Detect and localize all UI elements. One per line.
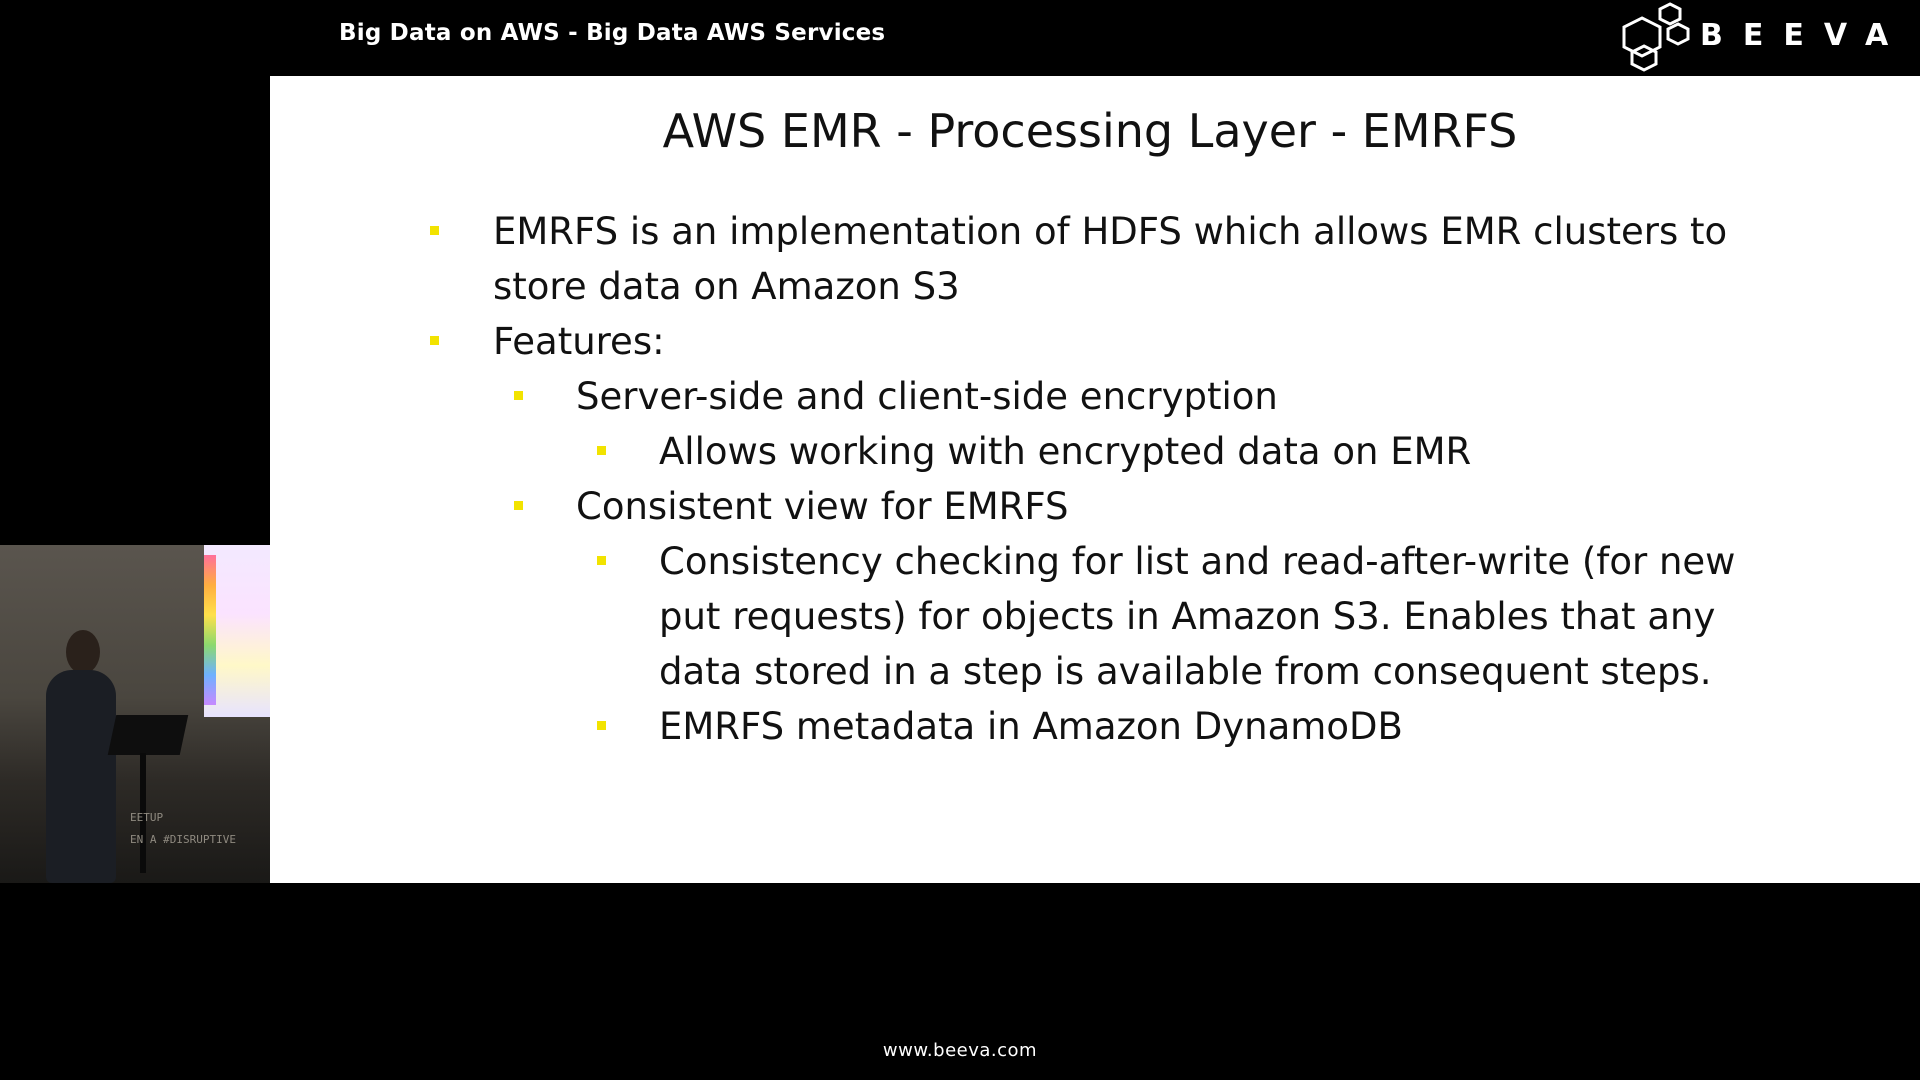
bullet-item: EMRFS metadata in Amazon DynamoDB — [270, 699, 1770, 754]
screen-color-strip — [204, 555, 216, 705]
bullet-marker-icon — [597, 446, 606, 455]
bullet-marker-icon — [430, 336, 439, 345]
projection-screen — [204, 545, 270, 717]
wall-sign-line-2: EN A #DISRUPTIVE — [130, 833, 236, 846]
footer-url: www.beeva.com — [882, 1040, 1038, 1061]
slide-title: AWS EMR - Processing Layer - EMRFS — [662, 104, 1518, 158]
speaker-head — [66, 630, 100, 674]
bullet-item: Server-side and client-side encryption — [270, 369, 1830, 424]
bullet-marker-icon — [514, 501, 523, 510]
bullet-text: Allows working with encrypted data on EM… — [659, 430, 1472, 473]
bullet-text: Consistency checking for list and read-a… — [659, 540, 1736, 693]
bullet-marker-icon — [597, 556, 606, 565]
wall-sign: EETUP EN A #DISRUPTIVE — [130, 807, 236, 851]
podium-stand — [140, 753, 146, 873]
bullet-marker-icon — [430, 226, 439, 235]
wall-sign-line-1: EETUP — [130, 811, 164, 824]
bullet-marker-icon — [514, 391, 523, 400]
hexagon-logo-icon — [1622, 2, 1690, 72]
bullet-item: EMRFS is an implementation of HDFS which… — [270, 204, 1830, 314]
laptop — [107, 715, 189, 755]
bullet-item: Features: — [270, 314, 1830, 369]
bullet-text: EMRFS is an implementation of HDFS which… — [493, 210, 1728, 308]
header-bar: Big Data on AWS - Big Data AWS Services … — [0, 0, 1920, 76]
bullet-text: Server-side and client-side encryption — [576, 375, 1278, 418]
speaker-camera-feed: EETUP EN A #DISRUPTIVE — [0, 545, 270, 883]
bullet-text: Features: — [493, 320, 665, 363]
beeva-logo: BEEVA — [1608, 0, 1888, 74]
speaker-body — [46, 670, 116, 883]
bullet-item: Allows working with encrypted data on EM… — [270, 424, 1770, 479]
bullet-list: EMRFS is an implementation of HDFS which… — [270, 204, 1920, 754]
bullet-text: EMRFS metadata in Amazon DynamoDB — [659, 705, 1403, 748]
bullet-item: Consistency checking for list and read-a… — [270, 534, 1770, 699]
bullet-text: Consistent view for EMRFS — [576, 485, 1069, 528]
bullet-item: Consistent view for EMRFS — [270, 479, 1830, 534]
presentation-title: Big Data on AWS - Big Data AWS Services — [339, 20, 886, 46]
speaker — [40, 630, 120, 883]
slide: AWS EMR - Processing Layer - EMRFS EMRFS… — [270, 76, 1920, 883]
logo-text: BEEVA — [1700, 18, 1909, 53]
bullet-marker-icon — [597, 721, 606, 730]
